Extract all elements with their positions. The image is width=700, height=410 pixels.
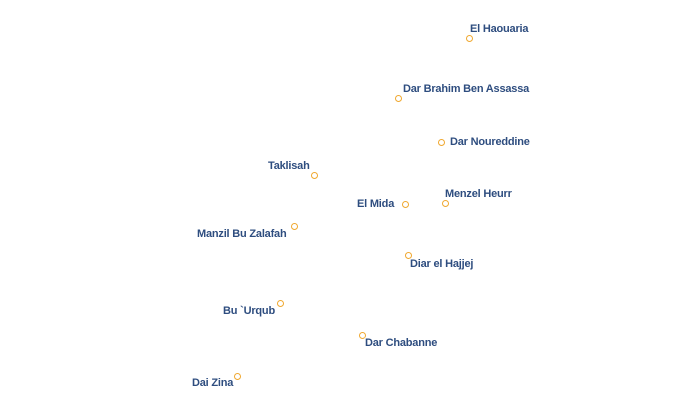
place-label: El Haouaria <box>470 23 529 35</box>
place-marker-icon[interactable] <box>401 200 409 208</box>
place-marker-icon[interactable] <box>233 372 241 380</box>
place-label: Dar Chabanne <box>365 337 438 349</box>
place-label: Bu `Urqub <box>223 305 275 317</box>
place-label: Diar el Hajjej <box>410 258 474 270</box>
place-marker-icon[interactable] <box>310 171 318 179</box>
place-marker-icon[interactable] <box>290 222 298 230</box>
place-marker-icon[interactable] <box>404 251 412 259</box>
place-label: Manzil Bu Zalafah <box>197 228 287 240</box>
place-marker-icon[interactable] <box>276 299 284 307</box>
place-label: Taklisah <box>268 160 310 172</box>
place-label: Dar Noureddine <box>450 136 530 148</box>
place-label: Dai Zina <box>192 377 234 389</box>
place-marker-icon[interactable] <box>441 199 449 207</box>
place-label: Menzel Heurr <box>445 188 512 200</box>
place-marker-icon[interactable] <box>394 94 402 102</box>
place-label: El Mida <box>357 198 395 210</box>
place-marker-icon[interactable] <box>465 34 473 42</box>
place-label: Dar Brahim Ben Assassa <box>403 83 530 95</box>
place-marker-icon[interactable] <box>358 331 366 339</box>
place-marker-icon[interactable] <box>437 138 445 146</box>
